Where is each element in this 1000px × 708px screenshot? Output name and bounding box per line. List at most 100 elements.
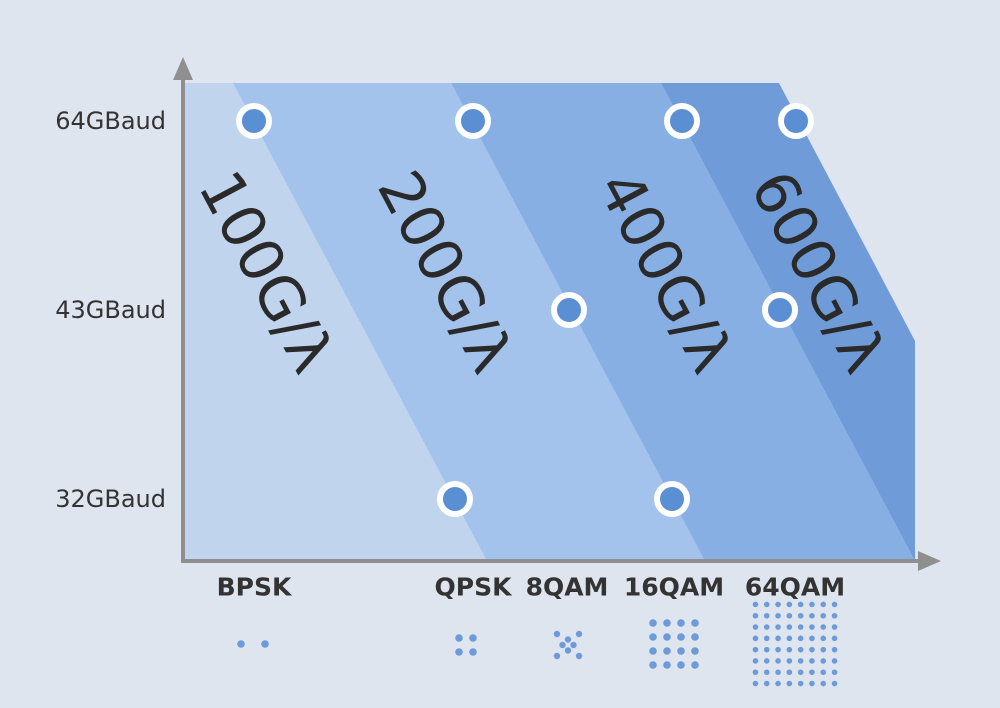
constellation-dot [820, 658, 827, 664]
constellation-dot [649, 661, 657, 669]
constellation-diagrams [237, 601, 838, 687]
constellation-dot [752, 669, 759, 676]
constellation-dot [786, 669, 793, 676]
constellation-16qam [649, 619, 699, 669]
constellation-dot [797, 624, 804, 630]
y-tick-labels: 32GBaud 43GBaud 64GBaud [55, 107, 166, 513]
constellation-dot [797, 680, 804, 687]
constellation-dot [752, 680, 759, 687]
constellation-dot [691, 661, 699, 669]
constellation-dot [663, 619, 671, 627]
y-tick-64gbaud: 64GBaud [55, 107, 166, 135]
x-axis-arrow [918, 551, 941, 571]
constellation-dot [831, 635, 838, 642]
point-16qam-32gbaud [654, 481, 690, 517]
constellation-dot [797, 635, 804, 642]
constellation-dot [677, 633, 685, 641]
constellation-dot [237, 640, 245, 648]
constellation-dot [775, 612, 781, 619]
constellation-dot [775, 669, 781, 676]
constellation-dot [763, 658, 770, 664]
constellation-dot [677, 619, 685, 627]
constellation-dot [786, 658, 793, 664]
constellation-dot [763, 669, 770, 676]
constellation-dot [763, 612, 770, 619]
constellation-dot [809, 646, 815, 653]
constellation-dot [553, 630, 561, 638]
point-8qam-43gbaud [551, 292, 587, 328]
constellation-dot [786, 646, 793, 653]
constellation-dot [820, 635, 827, 642]
constellation-dot [786, 601, 793, 608]
x-tick-64qam: 64QAM [745, 573, 845, 602]
constellation-dot [261, 640, 269, 648]
constellation-dot [752, 624, 759, 630]
point-64qam-64gbaud [778, 103, 814, 139]
constellation-dot [831, 601, 838, 608]
constellation-dot [553, 652, 561, 660]
constellation-dot [786, 612, 793, 619]
constellation-dot [691, 619, 699, 627]
constellation-dot [797, 669, 804, 676]
constellation-dot [663, 633, 671, 641]
constellation-dot [752, 658, 759, 664]
constellation-dot [809, 601, 815, 608]
constellation-dot [752, 646, 759, 653]
constellation-dot [775, 658, 781, 664]
constellation-dot [564, 647, 572, 654]
constellation-dot [663, 661, 671, 669]
constellation-dot [831, 669, 838, 676]
constellation-dot [677, 647, 685, 655]
constellation-dot [775, 680, 781, 687]
constellation-dot [797, 612, 804, 619]
x-tick-16qam: 16QAM [624, 573, 724, 602]
constellation-dot [763, 635, 770, 642]
constellation-64qam [752, 601, 838, 687]
constellation-dot [831, 624, 838, 630]
constellation-dot [820, 680, 827, 687]
constellation-dot [763, 680, 770, 687]
constellation-dot [752, 635, 759, 642]
constellation-dot [831, 658, 838, 664]
y-tick-43gbaud: 43GBaud [55, 296, 166, 324]
constellation-dot [786, 624, 793, 630]
constellation-dot [691, 647, 699, 655]
constellation-dot [831, 680, 838, 687]
y-axis-arrow [173, 57, 193, 80]
constellation-bpsk [237, 640, 269, 648]
constellation-dot [575, 630, 583, 638]
axes [173, 57, 941, 571]
constellation-dot [663, 647, 671, 655]
constellation-dot [752, 601, 759, 608]
constellation-dot [809, 624, 815, 630]
constellation-dot [775, 635, 781, 642]
constellation-dot [809, 680, 815, 687]
constellation-dot [469, 634, 477, 642]
x-tick-qpsk: QPSK [435, 573, 514, 602]
point-64qam-43gbaud [762, 292, 798, 328]
point-qpsk-32gbaud [437, 481, 473, 517]
constellation-dot [820, 646, 827, 653]
constellation-dot [809, 612, 815, 619]
x-tick-8qam: 8QAM [526, 573, 609, 602]
constellation-dot [820, 612, 827, 619]
capacity-bands [185, 83, 915, 561]
constellation-dot [455, 634, 463, 642]
point-bpsk-64gbaud [236, 103, 272, 139]
band-200g [233, 83, 705, 561]
constellation-dot [677, 661, 685, 669]
constellation-dot [786, 680, 793, 687]
constellation-dot [775, 624, 781, 630]
constellation-dot [820, 624, 827, 630]
constellation-dot [820, 669, 827, 676]
constellation-dot [809, 669, 815, 676]
y-tick-32gbaud: 32GBaud [55, 485, 166, 513]
point-qpsk-64gbaud [455, 103, 491, 139]
constellation-dot [570, 641, 577, 649]
data-points [236, 103, 814, 517]
constellation-dot [797, 601, 804, 608]
constellation-dot [831, 612, 838, 619]
constellation-dot [649, 633, 657, 641]
